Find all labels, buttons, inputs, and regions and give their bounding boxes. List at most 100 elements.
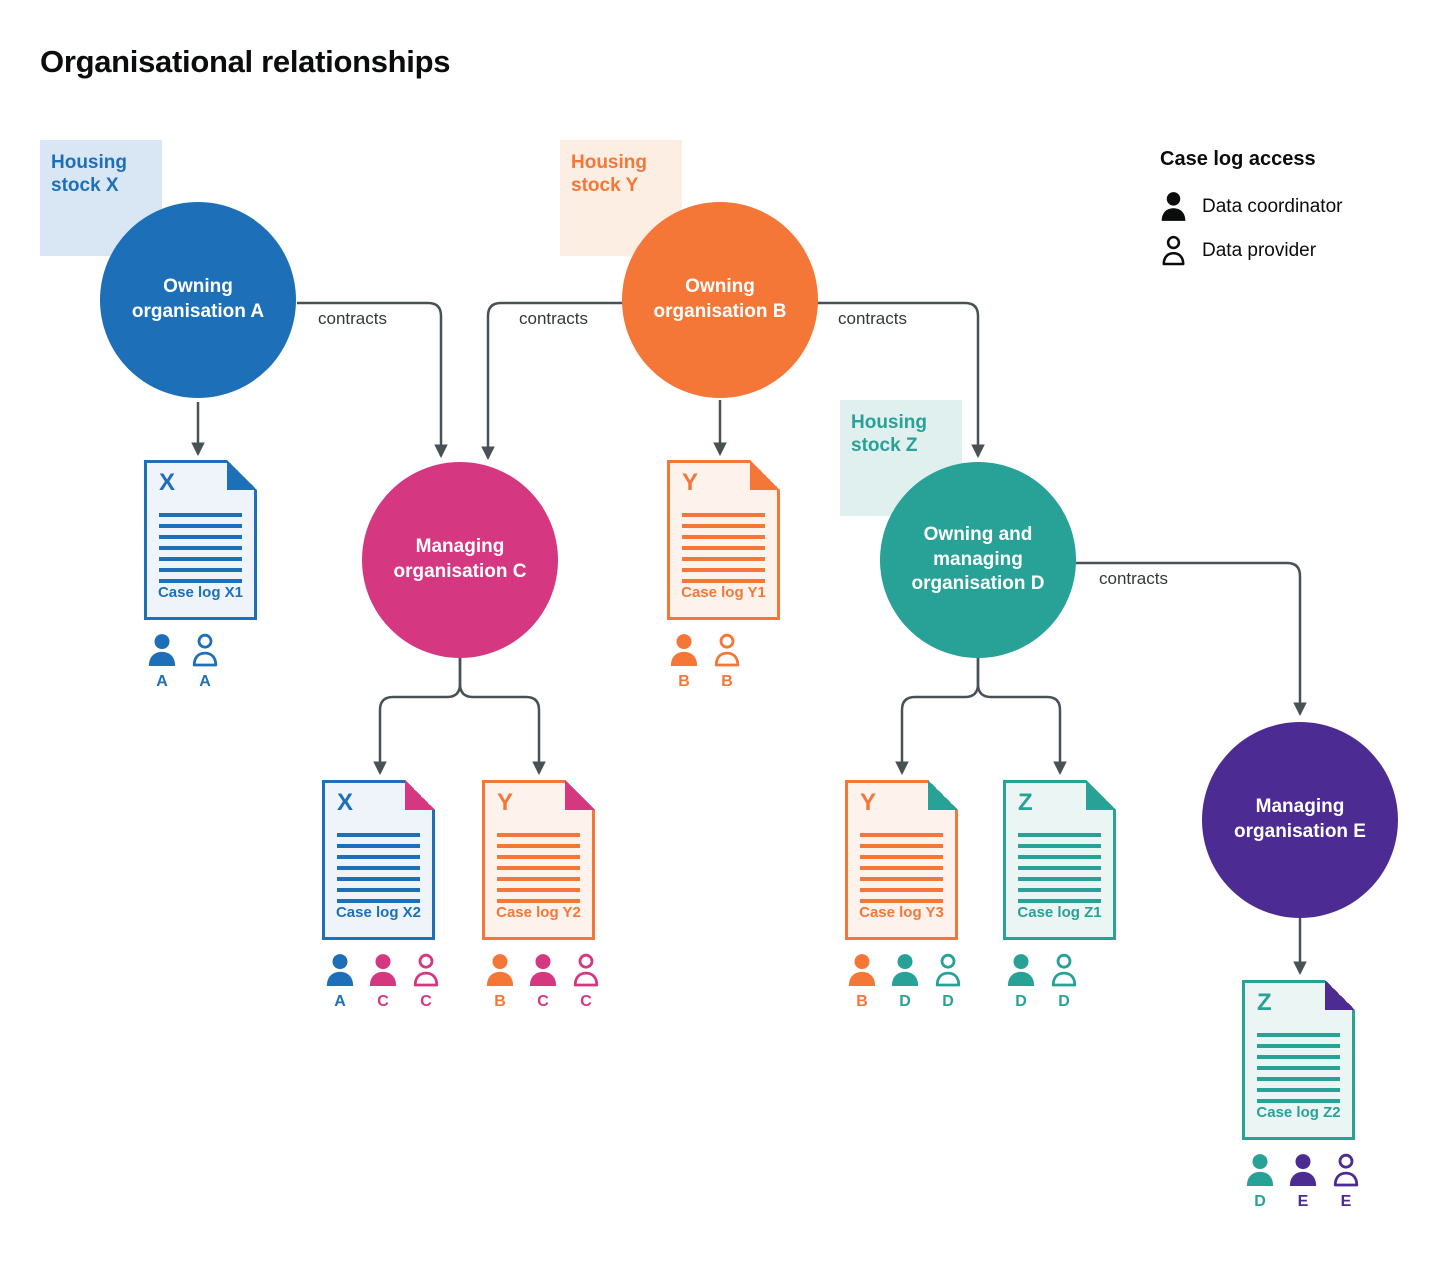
- access-person-coordinator: B: [668, 633, 700, 691]
- person-letter: C: [580, 993, 592, 1010]
- org-label-a: Owning organisation A: [131, 276, 265, 322]
- person-outline-icon: [1331, 1153, 1361, 1187]
- legend-label-provider: Data provider: [1202, 239, 1317, 261]
- access-person-provider: E: [1330, 1153, 1362, 1211]
- person-filled-icon: [528, 953, 558, 987]
- arrow-a-to-org-c: [297, 301, 448, 459]
- case-log-doc-x1: X Case log X1: [144, 460, 257, 620]
- person-outline-icon: [933, 953, 963, 987]
- case-log-doc-y3: Y Case log Y3: [845, 780, 958, 940]
- person-filled-icon: [847, 953, 877, 987]
- page-title: Organisational relationships: [40, 44, 451, 79]
- doc-label: Case log Y2: [496, 904, 581, 921]
- person-letter: D: [1058, 993, 1070, 1010]
- access-group-x1: A A: [146, 633, 221, 691]
- access-person-coordinator: C: [367, 953, 399, 1011]
- person-outline-icon: [712, 633, 742, 667]
- page-fold-icon: [405, 780, 435, 810]
- arrow-d-to-org-e: [1076, 561, 1307, 717]
- doc-label: Case log Z1: [1017, 904, 1102, 921]
- doc-label: Case log Y1: [681, 584, 766, 601]
- page-fold-icon: [1325, 980, 1355, 1010]
- person-letter: B: [856, 993, 868, 1010]
- page-fold-icon: [227, 460, 257, 490]
- org-circle-d: Owning and managing organisation D: [880, 462, 1076, 658]
- arrow-c-to-caselog-x2: [373, 657, 462, 776]
- doc-label: Case log X1: [157, 584, 244, 601]
- person-filled-icon: [1160, 191, 1187, 222]
- doc-letter: X: [337, 789, 354, 816]
- person-filled-icon: [890, 953, 920, 987]
- doc-letter: Y: [682, 469, 699, 496]
- person-outline-icon: [1049, 953, 1079, 987]
- person-letter: C: [377, 993, 389, 1010]
- person-letter: D: [942, 993, 954, 1010]
- page-fold-icon: [750, 460, 780, 490]
- person-filled-icon: [325, 953, 355, 987]
- case-log-doc-z2: Z Case log Z2: [1242, 980, 1355, 1140]
- person-filled-icon: [1006, 953, 1036, 987]
- person-filled-icon: [669, 633, 699, 667]
- person-letter: A: [199, 673, 211, 690]
- access-person-coordinator: C: [527, 953, 559, 1011]
- doc-label: Case log Y3: [859, 904, 944, 921]
- person-letter: E: [1340, 1193, 1352, 1210]
- access-person-provider: A: [189, 633, 221, 691]
- person-letter: D: [1254, 1193, 1266, 1210]
- doc-label: Case log X2: [335, 904, 422, 921]
- doc-letter: Y: [497, 789, 514, 816]
- person-letter: C: [420, 993, 432, 1010]
- access-person-coordinator: A: [146, 633, 178, 691]
- access-person-coordinator: B: [846, 953, 878, 1011]
- doc-text-lines: [1018, 833, 1101, 904]
- org-label-e: Managing organisation E: [1234, 796, 1366, 842]
- org-circle-b: Owning organisation B: [622, 202, 818, 398]
- person-filled-icon: [147, 633, 177, 667]
- person-filled-icon: [368, 953, 398, 987]
- legend-label-coordinator: Data coordinator: [1202, 195, 1343, 217]
- person-outline-icon: [571, 953, 601, 987]
- legend: Case log access Data coordinator Data pr…: [1160, 148, 1342, 279]
- person-outline-icon: [190, 633, 220, 667]
- access-person-coordinator: D: [1244, 1153, 1276, 1211]
- legend-item-data-coordinator: Data coordinator: [1160, 191, 1342, 222]
- access-person-provider: C: [410, 953, 442, 1011]
- contracts-label-d-e: contracts: [1099, 569, 1168, 588]
- access-person-coordinator: E: [1287, 1153, 1319, 1211]
- doc-letter: Z: [1018, 789, 1033, 816]
- person-letter: A: [156, 673, 168, 690]
- doc-letter: X: [159, 469, 176, 496]
- access-group-z1: D D: [1005, 953, 1080, 1011]
- access-person-provider: C: [570, 953, 602, 1011]
- contracts-label-b-d: contracts: [838, 309, 907, 328]
- doc-text-lines: [860, 833, 943, 904]
- case-log-doc-z1: Z Case log Z1: [1003, 780, 1116, 940]
- person-letter: B: [678, 673, 690, 690]
- page-fold-icon: [1086, 780, 1116, 810]
- access-person-provider: D: [932, 953, 964, 1011]
- access-group-x2: A C C: [324, 953, 442, 1011]
- case-log-doc-y2: Y Case log Y2: [482, 780, 595, 940]
- access-person-coordinator: B: [484, 953, 516, 1011]
- org-circle-c: Managing organisation C: [362, 462, 558, 658]
- case-log-doc-x2: X Case log X2: [322, 780, 435, 940]
- org-label-d: Owning and managing organisation D: [911, 523, 1045, 595]
- person-letter: D: [1015, 993, 1027, 1010]
- access-person-coordinator: D: [889, 953, 921, 1011]
- org-label-b: Owning organisation B: [653, 276, 787, 322]
- arrow-b-to-org-d: [817, 301, 985, 459]
- person-outline-icon: [1160, 235, 1187, 266]
- doc-letter: Y: [860, 789, 877, 816]
- person-letter: D: [899, 993, 911, 1010]
- access-group-y2: B C C: [484, 953, 602, 1011]
- arrow-c-to-caselog-y2: [458, 657, 546, 776]
- case-log-doc-y1: Y Case log Y1: [667, 460, 780, 620]
- person-letter: B: [721, 673, 733, 690]
- doc-text-lines: [1257, 1033, 1340, 1104]
- access-person-coordinator: D: [1005, 953, 1037, 1011]
- doc-text-lines: [337, 833, 420, 904]
- access-group-y3: B D D: [846, 953, 964, 1011]
- legend-title: Case log access: [1160, 148, 1316, 170]
- doc-letter: Z: [1257, 989, 1272, 1016]
